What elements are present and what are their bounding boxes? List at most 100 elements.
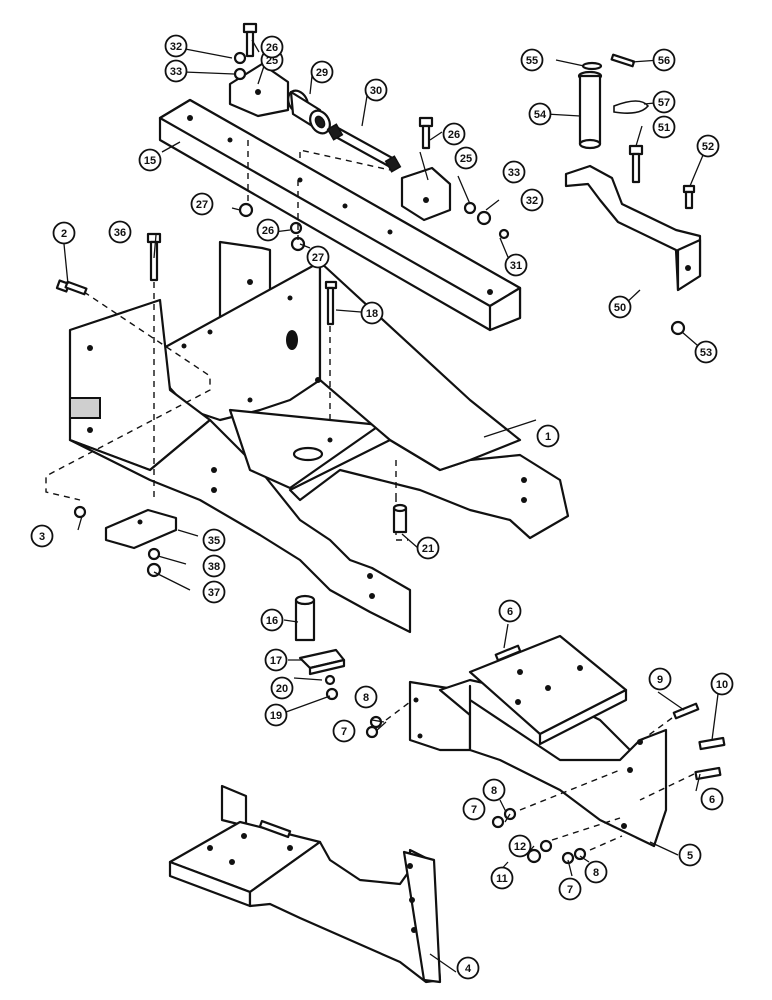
callout-label: 54 [534, 109, 547, 121]
callout-label: 21 [422, 543, 434, 555]
clip-part [613, 100, 650, 114]
callout-17: 17 [264, 648, 288, 672]
plate-part [298, 648, 346, 676]
callout-16: 16 [260, 608, 284, 632]
callout-label: 25 [266, 55, 278, 67]
bolt-part [242, 22, 258, 58]
bolt-part [682, 184, 696, 210]
callout-label: 2 [61, 228, 67, 240]
callout-38: 38 [202, 554, 226, 578]
callout-label: 20 [276, 683, 288, 695]
callout-label: 29 [316, 67, 328, 79]
callout-label: 57 [658, 97, 670, 109]
callout-32: 32 [520, 188, 544, 212]
bolt-part [694, 766, 722, 781]
callout-label: 30 [370, 85, 382, 97]
bolt-part [494, 644, 522, 662]
callout-30: 30 [364, 78, 388, 102]
callout-31: 31 [504, 253, 528, 277]
callout-36: 36 [108, 220, 132, 244]
callout-8: 8 [584, 860, 608, 884]
leader-lines [63, 39, 719, 973]
callout-37: 37 [202, 580, 226, 604]
callout-12: 12 [508, 834, 532, 858]
callout-27: 27 [190, 192, 214, 216]
callout-label: 8 [491, 785, 497, 797]
pin-part [294, 594, 316, 642]
callout-6: 6 [700, 787, 724, 811]
callout-1: 1 [536, 424, 560, 448]
bolt-part [146, 232, 162, 282]
ring-part [581, 61, 603, 71]
callout-55: 55 [520, 48, 544, 72]
callout-label: 32 [170, 41, 182, 53]
callout-label: 51 [658, 122, 670, 134]
callout-label: 17 [270, 655, 282, 667]
cross-bar-part [158, 98, 522, 332]
callout-9: 9 [648, 667, 672, 691]
callout-label: 9 [657, 674, 663, 686]
callout-label: 25 [460, 153, 472, 165]
main-frame-part [68, 240, 570, 634]
callout-label: 5 [687, 850, 693, 862]
callout-21: 21 [416, 536, 440, 560]
callout-label: 55 [526, 55, 538, 67]
callout-label: 27 [196, 199, 208, 211]
shaft-part [326, 123, 402, 173]
callout-label: 53 [700, 347, 712, 359]
fastener-group [670, 320, 686, 336]
callout-33: 33 [502, 160, 526, 184]
callout-56: 56 [652, 48, 676, 72]
fastener-group [324, 674, 339, 701]
callout-26: 26 [256, 218, 280, 242]
bolt-part [324, 280, 338, 326]
callout-label: 32 [526, 195, 538, 207]
callout-label: 10 [716, 679, 728, 691]
fastener-group [146, 547, 162, 578]
callout-20: 20 [270, 676, 294, 700]
callout-label: 27 [312, 252, 324, 264]
callout-label: 6 [507, 606, 513, 618]
callout-label: 50 [614, 302, 626, 314]
callout-label: 1 [545, 431, 551, 443]
callout-label: 26 [266, 42, 278, 54]
callout-label: 11 [496, 873, 508, 885]
callout-6: 6 [498, 599, 522, 623]
callout-7: 7 [332, 719, 356, 743]
callout-label: 16 [266, 615, 278, 627]
pin-part [392, 503, 408, 534]
callout-19: 19 [264, 703, 288, 727]
callout-label: 4 [465, 963, 472, 975]
callout-label: 26 [448, 129, 460, 141]
callout-label: 33 [170, 66, 182, 78]
callout-2: 2 [52, 221, 76, 245]
callout-3: 3 [30, 524, 54, 548]
callout-18: 18 [360, 301, 384, 325]
callout-51: 51 [652, 115, 676, 139]
callout-15: 15 [138, 148, 162, 172]
callout-27: 27 [306, 245, 330, 269]
callout-label: 35 [208, 535, 220, 547]
fastener-group [233, 51, 510, 252]
callout-8: 8 [482, 778, 506, 802]
support-part [168, 784, 442, 984]
callout-label: 26 [262, 225, 274, 237]
callout-52: 52 [696, 134, 720, 158]
callout-label: 12 [514, 841, 526, 853]
callout-8: 8 [354, 685, 378, 709]
callout-label: 3 [39, 531, 45, 543]
callout-label: 31 [510, 260, 522, 272]
callout-29: 29 [310, 60, 334, 84]
bolt-part [55, 279, 88, 296]
callout-7: 7 [462, 797, 486, 821]
callout-label: 18 [366, 308, 378, 320]
callout-label: 15 [144, 155, 156, 167]
callout-54: 54 [528, 102, 552, 126]
callout-label: 6 [709, 794, 715, 806]
callout-label: 52 [702, 141, 714, 153]
callout-label: 36 [114, 227, 126, 239]
callout-50: 50 [608, 295, 632, 319]
callout-7: 7 [558, 877, 582, 901]
callout-label: 7 [567, 884, 573, 896]
callout-label: 56 [658, 55, 670, 67]
